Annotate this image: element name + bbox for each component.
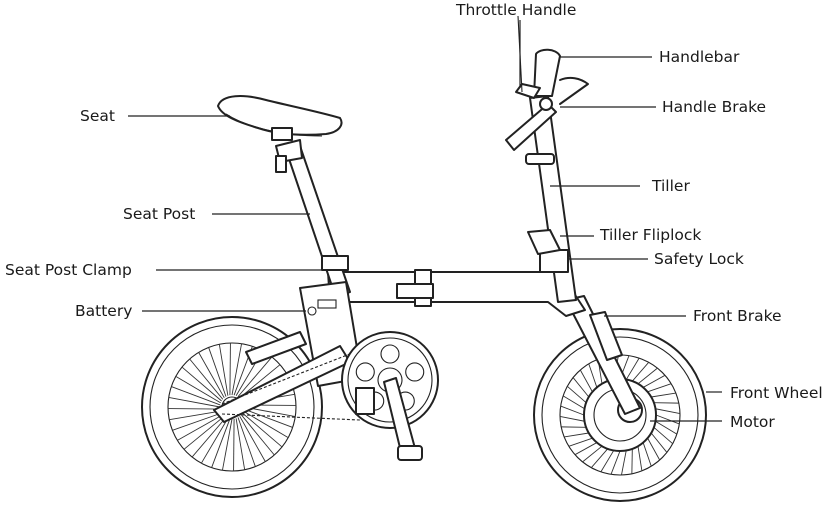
label-tiller-fliplock: Tiller Fliplock bbox=[600, 226, 702, 244]
spoke bbox=[560, 405, 585, 416]
spoke bbox=[567, 385, 587, 404]
spoke bbox=[168, 396, 221, 408]
spoke bbox=[647, 437, 661, 461]
spoke bbox=[625, 357, 640, 380]
spoke bbox=[621, 450, 627, 476]
label-throttle-handle: Throttle Handle bbox=[456, 1, 577, 19]
spoke bbox=[588, 363, 598, 388]
spoke bbox=[582, 445, 603, 463]
spoke bbox=[235, 418, 246, 470]
spoke bbox=[610, 450, 621, 475]
label-front-brake: Front Brake bbox=[693, 307, 782, 325]
seat bbox=[217, 95, 343, 141]
label-front-wheel: Front Wheel bbox=[730, 384, 823, 402]
spoke bbox=[191, 417, 227, 458]
label-motor: Motor bbox=[730, 413, 775, 431]
spoke bbox=[211, 418, 231, 468]
spoke bbox=[574, 442, 598, 456]
label-seat: Seat bbox=[80, 107, 115, 125]
label-battery: Battery bbox=[75, 302, 133, 320]
spoke bbox=[650, 432, 668, 453]
spoke bbox=[198, 352, 225, 399]
spoke bbox=[237, 417, 256, 467]
label-seat-post-clamp: Seat Post Clamp bbox=[5, 261, 132, 279]
handlebar bbox=[505, 15, 589, 151]
chain bbox=[221, 349, 361, 421]
chainring-hole bbox=[405, 362, 425, 382]
spoke bbox=[579, 369, 593, 393]
label-handlebar: Handlebar bbox=[659, 48, 740, 66]
spoke bbox=[562, 395, 585, 410]
spoke bbox=[221, 418, 233, 471]
tiller-fliplock bbox=[527, 229, 561, 255]
spoke bbox=[568, 437, 593, 447]
crank-pedal bbox=[355, 377, 423, 461]
label-safety-lock: Safety Lock bbox=[654, 250, 744, 268]
spoke bbox=[175, 375, 221, 404]
spoke bbox=[233, 418, 235, 471]
spoke bbox=[637, 446, 643, 471]
spoke bbox=[559, 416, 585, 422]
spoke bbox=[177, 414, 224, 441]
spoke bbox=[653, 426, 673, 445]
front-wheel bbox=[533, 328, 707, 502]
spoke bbox=[655, 420, 678, 435]
spoke bbox=[600, 450, 615, 473]
spoke bbox=[647, 383, 672, 393]
spoke bbox=[181, 366, 222, 402]
spoke bbox=[169, 410, 221, 421]
spoke bbox=[229, 343, 231, 396]
spoke bbox=[208, 347, 227, 397]
label-tiller: Tiller bbox=[652, 177, 690, 195]
spoke bbox=[239, 364, 281, 399]
spoke bbox=[655, 408, 681, 414]
spoke bbox=[172, 412, 222, 431]
spoke bbox=[239, 415, 266, 462]
seat-post-clamp bbox=[321, 255, 349, 271]
spoke bbox=[243, 410, 289, 439]
spoke bbox=[242, 412, 283, 448]
front-fork bbox=[565, 295, 641, 415]
spoke bbox=[240, 414, 275, 456]
front-brake-caliper bbox=[589, 311, 623, 361]
label-handle-brake: Handle Brake bbox=[662, 98, 767, 116]
spoke bbox=[642, 374, 666, 388]
spoke bbox=[171, 386, 221, 406]
spoke bbox=[651, 392, 676, 398]
spoke bbox=[168, 408, 221, 410]
spoke bbox=[572, 377, 590, 398]
spoke bbox=[564, 432, 589, 438]
spoke bbox=[231, 343, 243, 396]
spoke bbox=[590, 448, 609, 468]
spoke bbox=[183, 415, 225, 450]
spoke bbox=[655, 414, 680, 425]
spoke bbox=[642, 442, 652, 467]
chainring-hole bbox=[380, 344, 400, 364]
chainring-hole bbox=[355, 362, 375, 382]
spoke bbox=[243, 408, 293, 428]
spoke bbox=[189, 358, 224, 400]
label-seat-post: Seat Post bbox=[123, 205, 196, 223]
spoke bbox=[218, 344, 229, 396]
spoke bbox=[631, 362, 650, 382]
seat-tube bbox=[275, 139, 351, 299]
spoke bbox=[200, 418, 229, 464]
spoke bbox=[237, 356, 273, 397]
spoke bbox=[637, 367, 658, 385]
